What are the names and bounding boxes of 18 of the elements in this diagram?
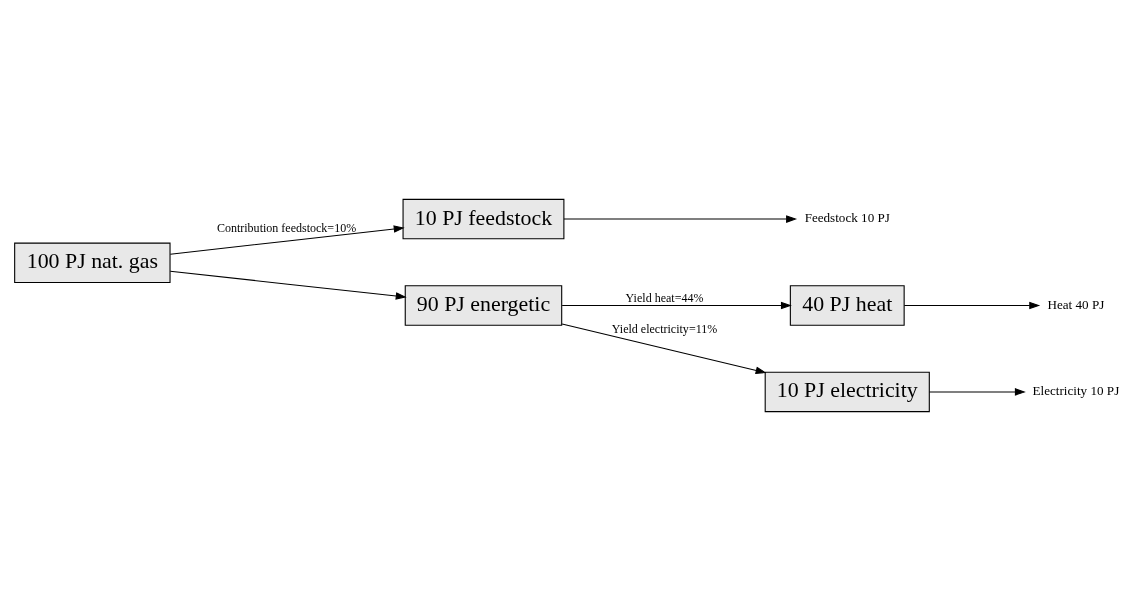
edge-label: Contribution feedstock=10% xyxy=(216,220,357,235)
arrow xyxy=(563,215,798,223)
arrow xyxy=(561,301,792,310)
arrow xyxy=(169,270,407,300)
arrow xyxy=(169,225,405,255)
node-text: Feedstock 10 PJ xyxy=(804,210,890,226)
node-box: 90 PJ energetic xyxy=(404,285,563,326)
edge-label: Yield heat=44% xyxy=(625,291,704,305)
node-box: 10 PJ feedstock xyxy=(402,198,565,240)
edge-label: Yield electricity=11% xyxy=(611,321,718,336)
node-text: Electricity 10 PJ xyxy=(1032,383,1120,399)
node-box: 40 PJ heat xyxy=(789,285,905,326)
arrow xyxy=(561,323,767,375)
node-box: 100 PJ nat. gas xyxy=(14,242,171,284)
arrow xyxy=(903,301,1041,310)
node-box: 10 PJ electricity xyxy=(764,371,930,413)
node-text: Heat 40 PJ xyxy=(1047,296,1105,312)
arrow xyxy=(928,388,1026,396)
